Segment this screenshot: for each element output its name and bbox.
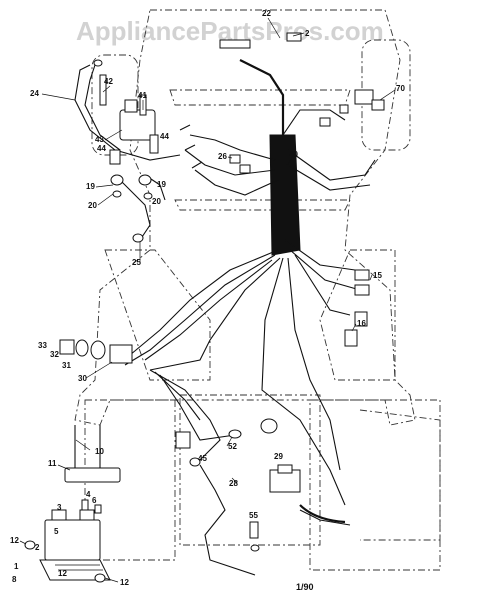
diagram-code: 1/90 <box>296 582 314 592</box>
main-harness <box>124 59 376 576</box>
part-label: 15 <box>373 271 382 280</box>
part-label: 52 <box>228 442 237 451</box>
part-label: 44 <box>160 132 169 141</box>
part-label: 25 <box>132 258 141 267</box>
part-label: 1 <box>14 562 19 571</box>
left-components <box>59 59 203 364</box>
part-label: 40 <box>289 150 298 159</box>
part-label: 12 <box>120 578 129 587</box>
part-label: 29 <box>274 452 283 461</box>
part-label: 20 <box>88 201 97 210</box>
part-label: 31 <box>62 361 71 370</box>
part-label: 4 <box>86 490 91 499</box>
part-label: 2 <box>305 29 310 38</box>
part-labels: 22 2 70 24 42 41 43 44 44 26 40 19 19 20… <box>10 9 405 587</box>
part-label: 41 <box>138 91 147 100</box>
part-label: 3 <box>57 503 62 512</box>
part-label: 20 <box>152 197 161 206</box>
part-label: 22 <box>262 9 271 18</box>
part-label: 43 <box>95 135 104 144</box>
part-label: 55 <box>249 511 258 520</box>
part-label: 12 <box>58 569 67 578</box>
bottom-components <box>175 418 346 552</box>
part-label: 10 <box>95 447 104 456</box>
battery-assembly <box>24 425 121 583</box>
part-label: 19 <box>157 180 166 189</box>
part-label: 11 <box>48 459 57 468</box>
right-connectors <box>219 32 385 347</box>
part-label: 24 <box>30 89 39 98</box>
part-label: 8 <box>12 575 17 584</box>
part-label: 5 <box>54 527 59 536</box>
part-label: 12 <box>10 536 19 545</box>
part-label: 26 <box>218 152 227 161</box>
part-label: 45 <box>198 454 207 463</box>
part-label: 16 <box>357 319 366 328</box>
part-label: 28 <box>229 479 238 488</box>
part-label: 2 <box>35 543 40 552</box>
leader-lines <box>19 17 396 583</box>
part-label: 30 <box>78 374 87 383</box>
tractor-outline <box>74 9 441 571</box>
part-label: 44 <box>97 144 106 153</box>
part-label: 19 <box>86 182 95 191</box>
part-label: 32 <box>50 350 59 359</box>
part-label: 6 <box>92 496 97 505</box>
part-label: 33 <box>38 341 47 350</box>
part-label: 70 <box>396 84 405 93</box>
part-label: 42 <box>104 77 113 86</box>
